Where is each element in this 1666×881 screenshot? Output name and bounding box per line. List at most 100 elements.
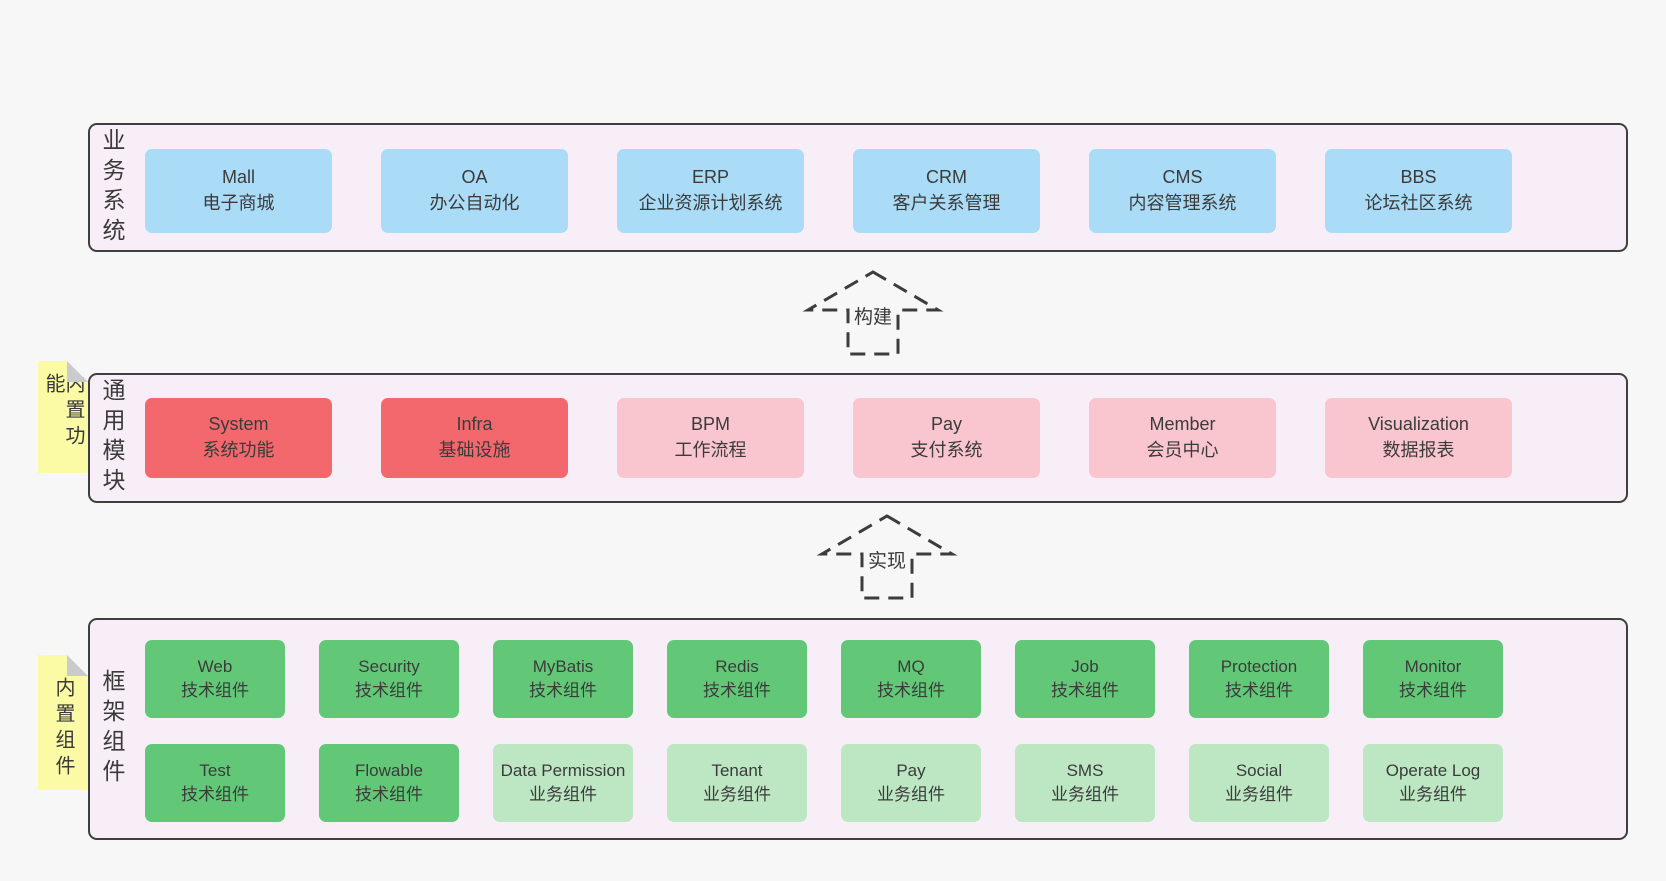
arrow-build: 构建 bbox=[798, 270, 948, 356]
box-desc-label: 技术组件 bbox=[529, 681, 597, 700]
box-desc-label: 技术组件 bbox=[1051, 681, 1119, 700]
box-name-label: ERP bbox=[691, 167, 729, 188]
modules-box-row: System 系统功能 Infra 基础设施 BPM 工作流程 Pay 支付系统… bbox=[145, 398, 1512, 478]
box-name-label: Tenant bbox=[711, 760, 763, 780]
box-desc-label: 技术组件 bbox=[1399, 681, 1467, 700]
box-name-label: Social bbox=[1235, 760, 1283, 780]
box-desc-label: 业务组件 bbox=[877, 785, 945, 804]
arrow-build-label: 构建 bbox=[849, 301, 897, 330]
box-mq: MQ 技术组件 bbox=[841, 640, 981, 718]
box-name-label: Job bbox=[1071, 656, 1099, 676]
box-desc-label: 业务组件 bbox=[1051, 785, 1119, 804]
layer-panel-common-modules: 通用模块 System 系统功能 Infra 基础设施 BPM 工作流程 Pay… bbox=[88, 373, 1628, 503]
layer-title-business-systems: 业务系统 bbox=[99, 127, 125, 248]
box-desc-label: 内容管理系统 bbox=[1128, 193, 1237, 213]
box-desc-label: 业务组件 bbox=[1399, 785, 1467, 804]
box-desc-label: 业务组件 bbox=[703, 785, 771, 804]
box-name-label: Protection bbox=[1220, 656, 1298, 676]
box-name-label: BPM bbox=[690, 414, 730, 435]
box-web: Web 技术组件 bbox=[145, 640, 285, 718]
box-desc-label: 技术组件 bbox=[181, 785, 249, 804]
box-oa: OA 办公自动化 bbox=[381, 149, 568, 233]
box-desc-label: 会员中心 bbox=[1146, 440, 1219, 460]
layer-panel-business-systems: 业务系统 Mall 电子商城 OA 办公自动化 ERP 企业资源计划系统 CRM… bbox=[88, 123, 1628, 252]
box-name-label: Monitor bbox=[1404, 656, 1462, 676]
box-visualization: Visualization 数据报表 bbox=[1325, 398, 1512, 478]
framework-tech-row: Web 技术组件 Security 技术组件 MyBatis 技术组件 Redi… bbox=[145, 640, 1503, 718]
box-desc-label: 支付系统 bbox=[910, 440, 983, 460]
layer-panel-framework-components: 框架组件 Web 技术组件 Security 技术组件 MyBatis 技术组件… bbox=[88, 618, 1628, 840]
box-redis: Redis 技术组件 bbox=[667, 640, 807, 718]
box-system: System 系统功能 bbox=[145, 398, 332, 478]
box-security: Security 技术组件 bbox=[319, 640, 459, 718]
box-name-label: MyBatis bbox=[532, 656, 594, 676]
box-sms: SMS 业务组件 bbox=[1015, 744, 1155, 822]
box-name-label: CRM bbox=[926, 167, 967, 188]
box-bbs: BBS 论坛社区系统 bbox=[1325, 149, 1512, 233]
layer-title-common-modules: 通用模块 bbox=[99, 378, 125, 498]
box-crm: CRM 客户关系管理 bbox=[853, 149, 1040, 233]
box-mall: Mall 电子商城 bbox=[145, 149, 332, 233]
box-name-label: Redis bbox=[715, 656, 759, 676]
box-desc-label: 技术组件 bbox=[703, 681, 771, 700]
box-desc-label: 论坛社区系统 bbox=[1364, 193, 1473, 213]
box-cms: CMS 内容管理系统 bbox=[1089, 149, 1276, 233]
framework-biz-row: Test 技术组件 Flowable 技术组件 Data Permission … bbox=[145, 744, 1503, 822]
box-desc-label: 业务组件 bbox=[529, 785, 597, 804]
arrow-implement-label: 实现 bbox=[863, 545, 911, 574]
box-name-label: System bbox=[208, 414, 269, 435]
box-desc-label: 办公自动化 bbox=[429, 193, 520, 213]
box-name-label: Operate Log bbox=[1385, 760, 1481, 780]
box-desc-label: 电子商城 bbox=[202, 193, 275, 213]
box-erp: ERP 企业资源计划系统 bbox=[617, 149, 804, 233]
box-name-label: Visualization bbox=[1368, 414, 1469, 435]
box-name-label: Data Permission bbox=[500, 760, 626, 780]
box-test: Test 技术组件 bbox=[145, 744, 285, 822]
box-name-label: Web bbox=[197, 656, 233, 676]
box-pay-module: Pay 支付系统 bbox=[853, 398, 1040, 478]
box-protection: Protection 技术组件 bbox=[1189, 640, 1329, 718]
box-name-label: Security bbox=[358, 656, 420, 676]
box-name-label: OA bbox=[461, 167, 488, 188]
box-name-label: SMS bbox=[1066, 760, 1104, 780]
box-name-label: Infra bbox=[456, 414, 493, 435]
box-name-label: Mall bbox=[221, 167, 255, 188]
box-pay-component: Pay 业务组件 bbox=[841, 744, 981, 822]
box-name-label: BBS bbox=[1400, 167, 1437, 188]
box-name-label: Member bbox=[1149, 414, 1216, 435]
box-operate-log: Operate Log 业务组件 bbox=[1363, 744, 1503, 822]
box-desc-label: 数据报表 bbox=[1382, 440, 1455, 460]
box-name-label: CMS bbox=[1162, 167, 1203, 188]
sticky-note-label: 内置组件 bbox=[52, 676, 74, 781]
box-desc-label: 技术组件 bbox=[355, 681, 423, 700]
box-infra: Infra 基础设施 bbox=[381, 398, 568, 478]
box-name-label: Pay bbox=[896, 760, 926, 780]
box-member: Member 会员中心 bbox=[1089, 398, 1276, 478]
box-desc-label: 工作流程 bbox=[674, 440, 747, 460]
fold-corner-icon bbox=[67, 655, 88, 676]
box-desc-label: 业务组件 bbox=[1225, 785, 1293, 804]
dashed-up-arrow-icon bbox=[816, 514, 958, 600]
box-name-label: Flowable bbox=[354, 760, 424, 780]
box-name-label: MQ bbox=[897, 656, 925, 676]
box-tenant: Tenant 业务组件 bbox=[667, 744, 807, 822]
box-mybatis: MyBatis 技术组件 bbox=[493, 640, 633, 718]
box-desc-label: 技术组件 bbox=[181, 681, 249, 700]
box-desc-label: 技术组件 bbox=[355, 785, 423, 804]
arrow-implement: 实现 bbox=[812, 514, 962, 600]
sticky-note-label: 内置功能 bbox=[42, 373, 84, 451]
box-bpm: BPM 工作流程 bbox=[617, 398, 804, 478]
box-desc-label: 技术组件 bbox=[1225, 681, 1293, 700]
box-flowable: Flowable 技术组件 bbox=[319, 744, 459, 822]
box-desc-label: 客户关系管理 bbox=[892, 193, 1001, 213]
box-job: Job 技术组件 bbox=[1015, 640, 1155, 718]
box-desc-label: 企业资源计划系统 bbox=[638, 193, 783, 213]
box-monitor: Monitor 技术组件 bbox=[1363, 640, 1503, 718]
box-desc-label: 基础设施 bbox=[438, 440, 511, 460]
layer-title-framework-components: 框架组件 bbox=[99, 669, 125, 789]
box-data-permission: Data Permission 业务组件 bbox=[493, 744, 633, 822]
sticky-note-built-in-components: 内置组件 bbox=[38, 655, 88, 790]
box-social: Social 业务组件 bbox=[1189, 744, 1329, 822]
box-name-label: Test bbox=[199, 760, 231, 780]
